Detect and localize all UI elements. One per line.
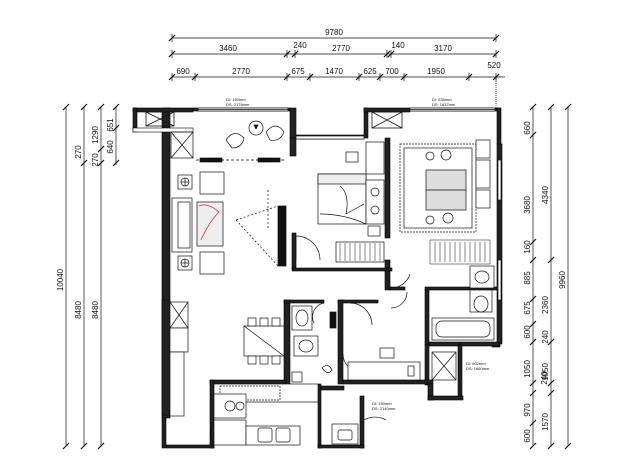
windows (161, 107, 502, 416)
balcony-cabinet (170, 131, 194, 159)
dim-right-c2-1: 4340 (541, 186, 550, 204)
dim-top-r2-1: 3460 (219, 44, 237, 53)
dim-right-c1-1: 660 (523, 121, 532, 135)
dim-left-total: 10040 (56, 268, 65, 291)
bedroom-note-2: DS: 1637mm (432, 102, 456, 107)
dim-left-c4-1: 651 (106, 118, 115, 132)
dim-top-r3-8: 520 (487, 61, 501, 70)
dim-right-c1-7: 1050 (523, 360, 532, 378)
dim-right-c2-4: 1050 (541, 363, 550, 381)
master-bath-fixtures (431, 265, 495, 341)
dim-top-r2-5: 3170 (434, 44, 452, 53)
kitchen-tall-units (169, 301, 189, 417)
living-note-1: DI: 150mm (226, 97, 246, 102)
dim-right-c1-8: 240 (540, 371, 549, 385)
dim-top-r2-3: 2770 (332, 44, 350, 53)
bedroom2-furniture (317, 141, 385, 263)
dim-top-r3-3: 675 (291, 67, 305, 76)
dim-left-c2-2: 8480 (74, 301, 83, 319)
dim-top-r3-5: 625 (363, 67, 377, 76)
dim-right-c3-1: 9960 (558, 271, 567, 289)
dim-right-c1-10: 600 (523, 429, 532, 443)
guest-bath-fixtures (291, 305, 337, 383)
dim-left-c3-1: 1290 (91, 126, 100, 144)
dim-total-width: 9780 (325, 28, 343, 37)
balcony-table-set (225, 120, 285, 149)
dim-right-c1-2: 3680 (523, 196, 532, 214)
dim-top-r2-4: 140 (391, 41, 405, 50)
ac-unit-right (371, 111, 403, 129)
kitchen-counter (213, 383, 359, 446)
dim-right-c2-5: 1570 (541, 413, 550, 431)
dim-left-c2-1: 270 (74, 145, 83, 159)
tv-unit (235, 190, 287, 267)
dim-right-c1-5: 675 (523, 301, 532, 315)
living-sofa-set (171, 171, 225, 275)
dim-top-r3-2: 2770 (232, 67, 250, 76)
dim-right-c1-9: 970 (523, 403, 532, 417)
right-dimensions (529, 103, 572, 450)
dim-right-c1-3: 160 (523, 240, 532, 254)
ac-unit-left (145, 111, 175, 127)
left-dimensions (62, 103, 120, 450)
dim-top-r2-2: 240 (293, 41, 307, 50)
dim-top-r3-1: 690 (176, 67, 190, 76)
study-desk (347, 347, 457, 381)
dim-right-c1-6: 600 (523, 325, 532, 339)
dim-top-r3-6: 700 (385, 67, 399, 76)
top-dimensions (168, 34, 505, 110)
dining-table-set (243, 317, 285, 365)
master-bed (399, 139, 491, 233)
dim-right-c1-4: 885 (523, 271, 532, 285)
master-wardrobe (429, 239, 491, 265)
bedroom-note-1: DI: 635mm (432, 97, 452, 102)
dim-top-r3-4: 1470 (325, 67, 343, 76)
dim-left-c3-3: 8480 (91, 301, 100, 319)
kitchen-note-2: DS: 2140mm (372, 406, 396, 411)
dim-left-c3-2: 270 (91, 153, 100, 167)
bath-note-1: DI: 602mm (466, 361, 486, 366)
dim-top-r3-7: 1950 (427, 67, 445, 76)
dim-right-c2-3: 240 (541, 330, 550, 344)
dim-left-c4-2: 640 (106, 140, 115, 154)
living-note-2: DS: 2176mm (226, 102, 250, 107)
dim-right-c2-2: 2360 (541, 296, 550, 314)
balcony-sliding-door (196, 157, 286, 163)
bath-note-2: DS: 1660mm (466, 366, 490, 371)
kitchen-note-1: DI: 150mm (372, 401, 392, 406)
